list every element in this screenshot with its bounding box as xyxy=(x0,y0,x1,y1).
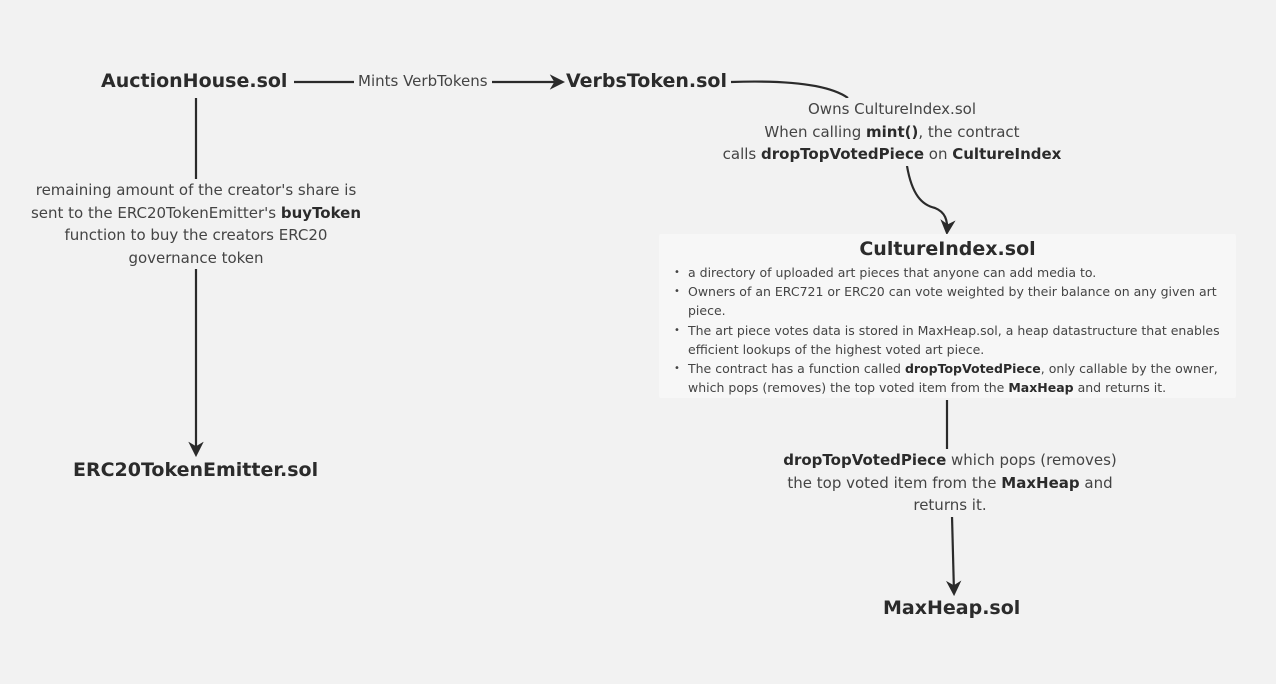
edge-verbs-to-culture-lower xyxy=(905,165,956,236)
edge-label-owns-cultureindex: Owns CultureIndex.sol When calling mint(… xyxy=(712,98,1072,166)
edge-label-drop-top-voted: dropTopVotedPiece which pops (removes) t… xyxy=(770,449,1130,517)
label-line: dropTopVotedPiece which pops (removes) xyxy=(783,451,1117,469)
edge-label-mints-verbtokens: Mints VerbTokens xyxy=(354,72,492,90)
culture-index-card: CultureIndex.sol a directory of uploaded… xyxy=(659,234,1236,398)
label-line: When calling mint(), the contract xyxy=(764,122,1020,141)
edge-verbs-to-culture xyxy=(730,80,849,99)
list-item: Owners of an ERC721 or ERC20 can vote we… xyxy=(674,282,1236,320)
list-item: The contract has a function called dropT… xyxy=(674,359,1236,397)
node-erc20-token-emitter: ERC20TokenEmitter.sol xyxy=(73,459,319,481)
label-line: Owns CultureIndex.sol xyxy=(808,100,976,118)
culture-index-title: CultureIndex.sol xyxy=(859,238,1036,260)
list-item: The art piece votes data is stored in Ma… xyxy=(674,321,1236,359)
node-auction-house: AuctionHouse.sol xyxy=(101,70,288,92)
node-verbs-token: VerbsToken.sol xyxy=(566,70,727,92)
list-item: a directory of uploaded art pieces that … xyxy=(674,263,1236,282)
label-line: calls dropTopVotedPiece on CultureIndex xyxy=(722,145,1062,163)
edge-culture-to-heap-lower xyxy=(945,515,962,597)
label-line: governance token xyxy=(128,248,264,267)
label-line: sent to the ERC20TokenEmitter's buyToken xyxy=(30,203,362,222)
label-line: returns it. xyxy=(913,496,987,514)
node-max-heap: MaxHeap.sol xyxy=(883,597,1021,619)
label-line: function to buy the creators ERC20 xyxy=(64,226,328,244)
label-line: remaining amount of the creator's share … xyxy=(35,181,357,199)
label-line: the top voted item from the MaxHeap and xyxy=(787,473,1113,492)
edge-label-creator-share: remaining amount of the creator's share … xyxy=(22,179,370,269)
culture-index-bullets: a directory of uploaded art pieces that … xyxy=(659,263,1236,397)
